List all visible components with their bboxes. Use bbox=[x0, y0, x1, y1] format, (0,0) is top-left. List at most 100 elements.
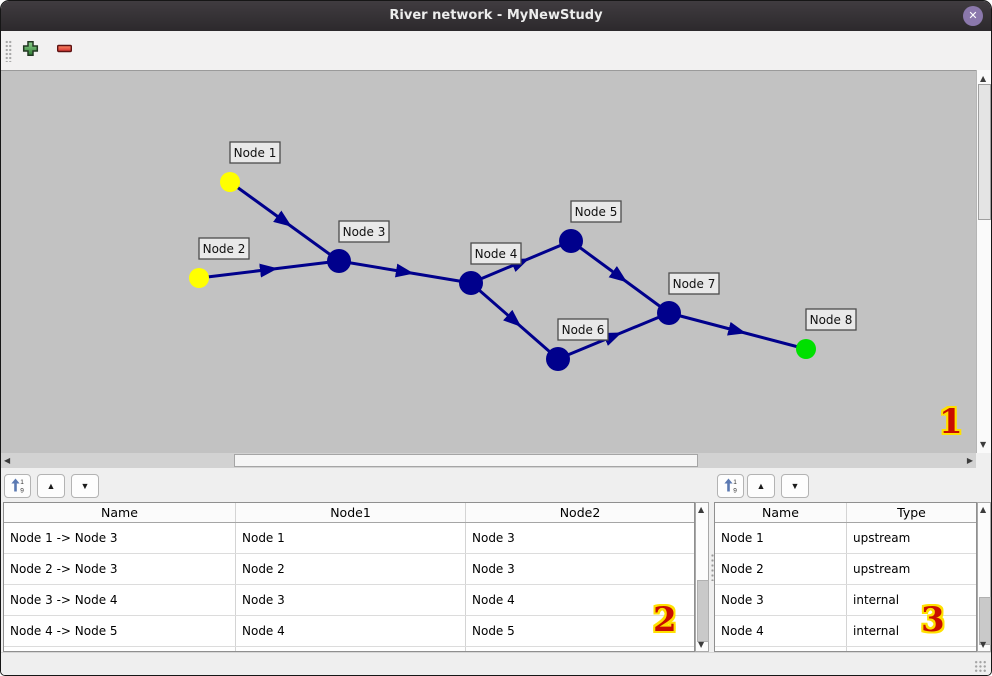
table-cell[interactable]: Node 3 bbox=[715, 584, 847, 616]
scroll-thumb[interactable] bbox=[979, 597, 991, 645]
network-node-node-3[interactable] bbox=[327, 249, 351, 273]
table-cell[interactable]: Node 5 bbox=[465, 615, 694, 647]
network-node-node-5[interactable] bbox=[559, 229, 583, 253]
canvas-vertical-scrollbar[interactable]: ▲ ▼ bbox=[976, 70, 991, 453]
table-cell[interactable]: Node 1 -> Node 3 bbox=[4, 522, 236, 554]
close-button[interactable]: ✕ bbox=[963, 6, 983, 26]
nodes-move-down-button[interactable]: ▼ bbox=[781, 474, 809, 498]
table-cell[interactable]: Node 2 bbox=[715, 553, 847, 585]
column-header[interactable]: Name bbox=[715, 503, 847, 523]
scroll-down-icon[interactable]: ▼ bbox=[698, 640, 705, 649]
svg-text:Node 4: Node 4 bbox=[475, 247, 518, 261]
network-edge[interactable] bbox=[570, 239, 670, 315]
nodes-sort-button[interactable]: 1 9 bbox=[717, 474, 744, 498]
table-cell[interactable]: upstream bbox=[846, 553, 976, 585]
scroll-left-icon[interactable]: ◀ bbox=[4, 456, 11, 465]
column-header[interactable]: Type bbox=[846, 503, 976, 523]
add-button[interactable] bbox=[17, 37, 43, 63]
close-icon: ✕ bbox=[968, 9, 978, 22]
table-cell[interactable]: Node 3 bbox=[465, 553, 694, 585]
network-node-node-6[interactable] bbox=[546, 347, 570, 371]
table-cell[interactable]: Node 4 bbox=[465, 584, 694, 616]
scroll-thumb[interactable] bbox=[697, 580, 709, 642]
resize-grip-icon[interactable] bbox=[974, 660, 987, 673]
svg-text:Node 7: Node 7 bbox=[673, 277, 716, 291]
column-header[interactable]: Node1 bbox=[235, 503, 466, 523]
node-label: Node 7 bbox=[668, 272, 720, 295]
network-node-node-2[interactable] bbox=[189, 268, 209, 288]
table-cell[interactable] bbox=[715, 646, 847, 651]
titlebar[interactable]: River network - MyNewStudy ✕ bbox=[1, 1, 991, 31]
table-cell[interactable]: Node 3 -> Node 4 bbox=[4, 584, 236, 616]
svg-text:Node 2: Node 2 bbox=[203, 242, 246, 256]
column-header[interactable]: Name bbox=[4, 503, 236, 523]
network-edge[interactable] bbox=[338, 259, 472, 285]
table-cell[interactable]: Node 3 bbox=[235, 584, 466, 616]
edges-table-scrollbar[interactable]: ▲ ▼ bbox=[695, 502, 709, 652]
horizontal-scroll-thumb[interactable] bbox=[234, 454, 698, 467]
network-edge[interactable] bbox=[470, 281, 559, 361]
edges-sort-button[interactable]: 1 9 bbox=[4, 474, 31, 498]
svg-text:Node 1: Node 1 bbox=[234, 146, 277, 160]
pane-splitter[interactable] bbox=[710, 553, 715, 581]
table-cell[interactable]: Node 2 bbox=[235, 553, 466, 585]
table-cell[interactable] bbox=[846, 646, 976, 651]
remove-minus-icon bbox=[56, 44, 72, 53]
scroll-down-icon[interactable]: ▼ bbox=[980, 440, 987, 449]
table-cell[interactable] bbox=[235, 646, 466, 651]
network-node-node-4[interactable] bbox=[459, 271, 483, 295]
table-cell[interactable]: Node 4 bbox=[235, 615, 466, 647]
edges-move-up-button[interactable]: ▲ bbox=[37, 474, 65, 498]
svg-text:Node 5: Node 5 bbox=[575, 205, 618, 219]
network-node-node-7[interactable] bbox=[657, 301, 681, 325]
table-cell[interactable]: Node 1 bbox=[235, 522, 466, 554]
column-header[interactable]: Node2 bbox=[465, 503, 694, 523]
scroll-up-icon[interactable]: ▲ bbox=[698, 505, 705, 514]
table-row[interactable] bbox=[4, 646, 694, 651]
table-cell[interactable] bbox=[4, 646, 236, 651]
scroll-down-icon[interactable]: ▼ bbox=[980, 640, 987, 649]
table-row[interactable] bbox=[715, 646, 976, 651]
table-cell[interactable] bbox=[465, 646, 694, 651]
table-cell[interactable]: Node 4 -> Node 5 bbox=[4, 615, 236, 647]
table-cell[interactable]: Node 2 -> Node 3 bbox=[4, 553, 236, 585]
table-cell[interactable]: internal bbox=[846, 615, 976, 647]
toolbar-drag-handle[interactable] bbox=[5, 40, 12, 62]
network-node-node-1[interactable] bbox=[220, 172, 240, 192]
table-cell[interactable]: upstream bbox=[846, 522, 976, 554]
table-cell[interactable]: Node 1 bbox=[715, 522, 847, 554]
network-node-node-8[interactable] bbox=[796, 339, 816, 359]
scroll-up-icon[interactable]: ▲ bbox=[980, 505, 987, 514]
move-up-icon: ▲ bbox=[46, 481, 56, 491]
svg-text:1: 1 bbox=[733, 478, 737, 485]
svg-text:Node 8: Node 8 bbox=[810, 313, 853, 327]
table-cell[interactable]: internal bbox=[846, 584, 976, 616]
network-edge[interactable] bbox=[198, 259, 340, 280]
step-annotation-1: 1 bbox=[939, 402, 963, 442]
scroll-up-icon[interactable]: ▲ bbox=[980, 74, 987, 83]
remove-button[interactable] bbox=[51, 37, 77, 63]
scroll-right-icon[interactable]: ▶ bbox=[966, 456, 973, 465]
node-label: Node 3 bbox=[338, 220, 390, 243]
nodes-move-up-button[interactable]: ▲ bbox=[747, 474, 775, 498]
table-cell[interactable]: Node 4 bbox=[715, 615, 847, 647]
edges-move-down-button[interactable]: ▼ bbox=[71, 474, 99, 498]
network-edge[interactable] bbox=[668, 311, 807, 351]
canvas-horizontal-scrollbar[interactable]: ◀ ▶ bbox=[1, 453, 976, 468]
table-cell[interactable]: Node 3 bbox=[465, 522, 694, 554]
network-edge[interactable] bbox=[229, 180, 340, 263]
network-edge[interactable] bbox=[557, 311, 670, 361]
vertical-scroll-thumb[interactable] bbox=[978, 84, 991, 220]
nodes-table-scrollbar[interactable]: ▲ ▼ bbox=[977, 502, 991, 652]
